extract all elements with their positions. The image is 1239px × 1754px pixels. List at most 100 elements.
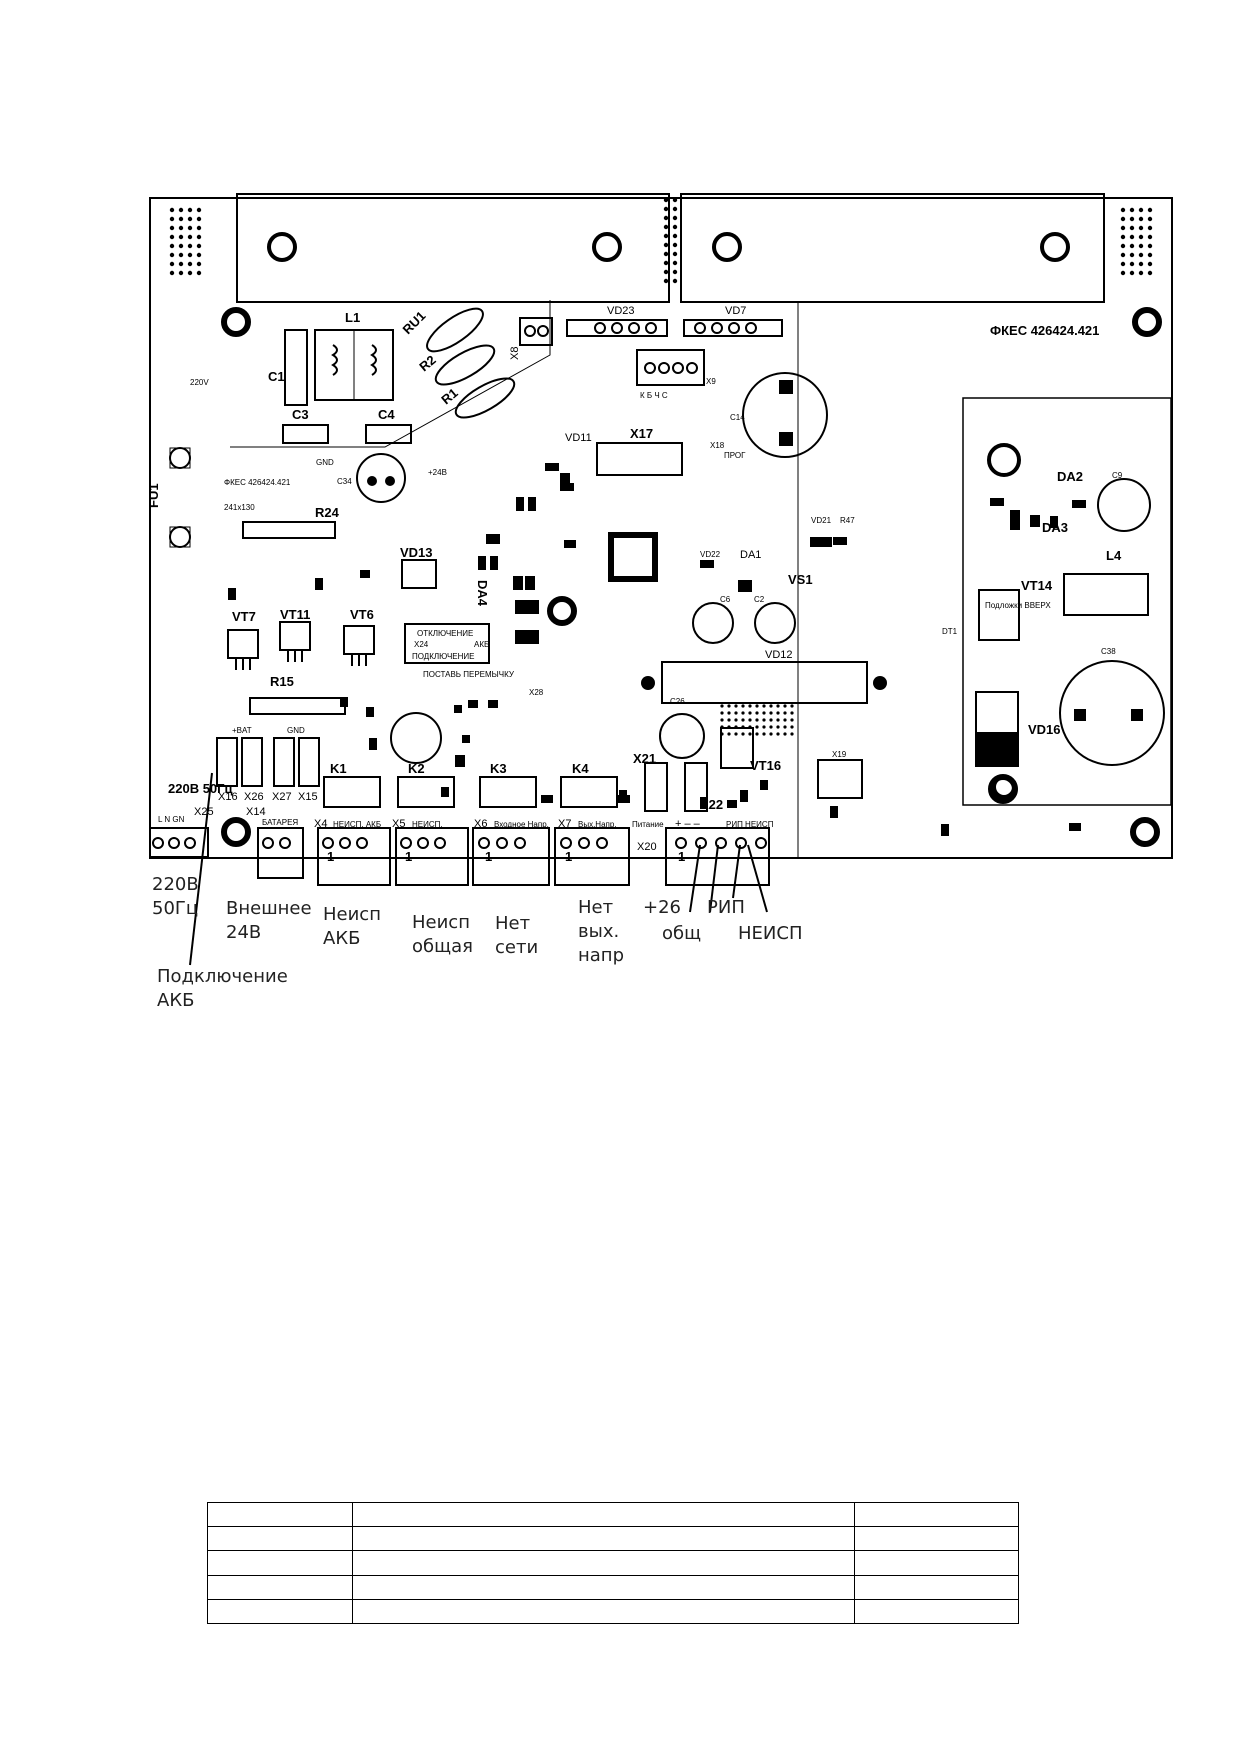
title-block-row xyxy=(207,1550,1019,1576)
x9-pins: К Б Ч С xyxy=(640,391,668,400)
jumper-x24: X24 xyxy=(414,640,429,649)
legend-mains: 220В 50Гц xyxy=(152,874,199,919)
mount-hole xyxy=(1132,307,1162,337)
label-VT11: VT11 xyxy=(280,607,310,622)
size-note: 241x130 xyxy=(224,503,255,512)
x20-polarity: + – – xyxy=(675,818,701,830)
label-R2: R2 xyxy=(416,352,438,374)
legend-neisp-akb: Неисп АКБ xyxy=(323,904,381,949)
title-block-cell xyxy=(207,1526,353,1552)
label-R24: R24 xyxy=(315,505,340,520)
title-block-cell xyxy=(351,1598,856,1625)
title-block-row xyxy=(207,1501,1019,1528)
label-C1: C1 xyxy=(268,369,285,384)
pin-one-x4: 1 xyxy=(327,849,334,864)
mount-hole xyxy=(712,232,742,262)
voltage-note: 220V xyxy=(190,378,209,387)
label-K2: K2 xyxy=(408,761,425,776)
label-X5: X5 xyxy=(392,818,405,830)
vt14-note: Подложки ВВЕРХ xyxy=(985,601,1051,610)
mains-pins: L N GN xyxy=(158,815,185,824)
label-K4: K4 xyxy=(572,761,589,776)
title-block-cell xyxy=(854,1526,1019,1552)
mount-hole xyxy=(221,307,251,337)
jumper-note: ПОСТАВЬ ПЕРЕМЫЧКУ xyxy=(423,670,515,679)
doc-number: ФКЕС 426424.421 xyxy=(990,323,1099,338)
label-VD22: VD22 xyxy=(700,550,721,559)
heatsink-left xyxy=(236,193,670,303)
label-VD12: VD12 xyxy=(765,649,793,661)
x7-label: Вых.Напр. xyxy=(578,820,617,829)
title-block-cell xyxy=(207,1550,353,1576)
title-block-cell xyxy=(207,1598,353,1625)
legend-akb-connect: Подключение АКБ xyxy=(157,966,288,1011)
title-block-cell xyxy=(207,1574,353,1600)
label-X14: X14 xyxy=(246,806,266,818)
label-C34: C34 xyxy=(337,477,352,486)
x22-pins: РИП НЕИСП xyxy=(726,820,774,829)
label-prog: ПРОГ xyxy=(724,451,746,460)
label-C38: C38 xyxy=(1101,647,1116,656)
label-X4: X4 xyxy=(314,818,327,830)
label-C9: C9 xyxy=(1112,471,1123,480)
label-R1: R1 xyxy=(438,385,460,407)
label-X17: X17 xyxy=(630,426,653,441)
pin-one-x20: 1 xyxy=(678,849,685,864)
x4-label: НЕИСП. АКБ xyxy=(333,820,381,829)
label-VD16: VD16 xyxy=(1028,722,1061,737)
label-VD11: VD11 xyxy=(565,432,592,444)
mount-hole xyxy=(547,596,577,626)
label-X8: X8 xyxy=(509,347,521,360)
label-L4: L4 xyxy=(1106,548,1122,563)
label-DT1: DT1 xyxy=(942,627,958,636)
title-block-cell xyxy=(351,1526,856,1552)
label-X26: X26 xyxy=(244,791,264,803)
label-X22: X22 xyxy=(700,797,723,812)
label-K1: K1 xyxy=(330,761,347,776)
label-VD23: VD23 xyxy=(607,305,635,317)
pin-one-x7: 1 xyxy=(565,849,572,864)
label-FU1: FU1 xyxy=(146,483,161,508)
label-C2: C2 xyxy=(754,595,765,604)
label-X25: X25 xyxy=(194,806,214,818)
label-DA2: DA2 xyxy=(1057,469,1083,484)
gnd-note: GND xyxy=(316,458,334,467)
label-DA3: DA3 xyxy=(1042,520,1068,535)
pin-one-x5: 1 xyxy=(405,849,412,864)
label-DA1: DA1 xyxy=(740,549,761,561)
label-VD7: VD7 xyxy=(725,305,746,317)
label-K3: K3 xyxy=(490,761,507,776)
pin-one-x6: 1 xyxy=(485,849,492,864)
label-VD13: VD13 xyxy=(400,545,433,560)
label-C26: C26 xyxy=(670,697,685,706)
mount-hole xyxy=(267,232,297,262)
legend-neisp: НЕИСП xyxy=(738,923,803,944)
label-X6: X6 xyxy=(474,818,487,830)
label-R47: R47 xyxy=(840,516,855,525)
label-VD21: VD21 xyxy=(811,516,832,525)
mount-hole xyxy=(1040,232,1070,262)
mount-hole xyxy=(1130,817,1160,847)
gnd-label: GND xyxy=(287,726,305,735)
label-X18: X18 xyxy=(710,441,725,450)
mains-label: 220В 50Гц xyxy=(168,781,233,796)
x20-label: Питание xyxy=(632,820,664,829)
legend-plus26: +26 xyxy=(643,897,681,918)
label-C6: C6 xyxy=(720,595,731,604)
mount-hole xyxy=(221,817,251,847)
title-block-row xyxy=(207,1574,1019,1600)
label-L1: L1 xyxy=(345,310,360,325)
legend-common: общ xyxy=(662,923,702,944)
title-block-cell xyxy=(854,1598,1019,1625)
title-block-cell xyxy=(351,1574,856,1600)
label-X7: X7 xyxy=(558,818,571,830)
heatsink-right xyxy=(680,193,1105,303)
label-X15: X15 xyxy=(298,791,318,803)
label-X28: X28 xyxy=(529,688,544,697)
title-block-cell xyxy=(854,1501,1019,1528)
label-X16: X16 xyxy=(218,791,238,803)
label-VS1: VS1 xyxy=(788,572,813,587)
v24-note: +24В xyxy=(428,468,447,477)
x6-label: Входное Напр. xyxy=(494,820,549,829)
